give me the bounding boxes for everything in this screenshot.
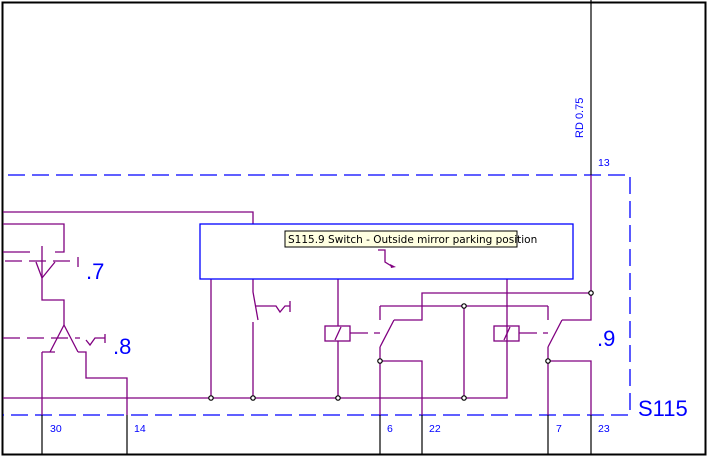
switch-symbol-icon <box>378 249 394 268</box>
terminal-23: 23 <box>598 423 610 435</box>
tooltip-text: S115.9 Switch - Outside mirror parking p… <box>288 234 537 246</box>
contact-label-8: .8 <box>113 334 131 359</box>
wire-label: RD 0.75 <box>574 98 586 138</box>
terminal-30: 30 <box>50 423 62 435</box>
contact-label-9: .9 <box>597 326 615 351</box>
component-id: S115 <box>638 396 688 421</box>
contact-label-7: .7 <box>86 259 104 284</box>
cursor-icon <box>390 264 396 268</box>
junction-dots <box>208 290 594 401</box>
terminal-6: 6 <box>387 423 393 435</box>
terminal-7: 7 <box>556 423 562 435</box>
terminal-top: 13 <box>598 157 610 169</box>
terminal-wires <box>41 0 592 455</box>
terminal-14: 14 <box>134 423 146 435</box>
internal-wiring <box>3 175 592 415</box>
component-frame <box>3 174 631 416</box>
terminal-22: 22 <box>429 423 441 435</box>
tooltip: S115.9 Switch - Outside mirror parking p… <box>284 230 537 248</box>
